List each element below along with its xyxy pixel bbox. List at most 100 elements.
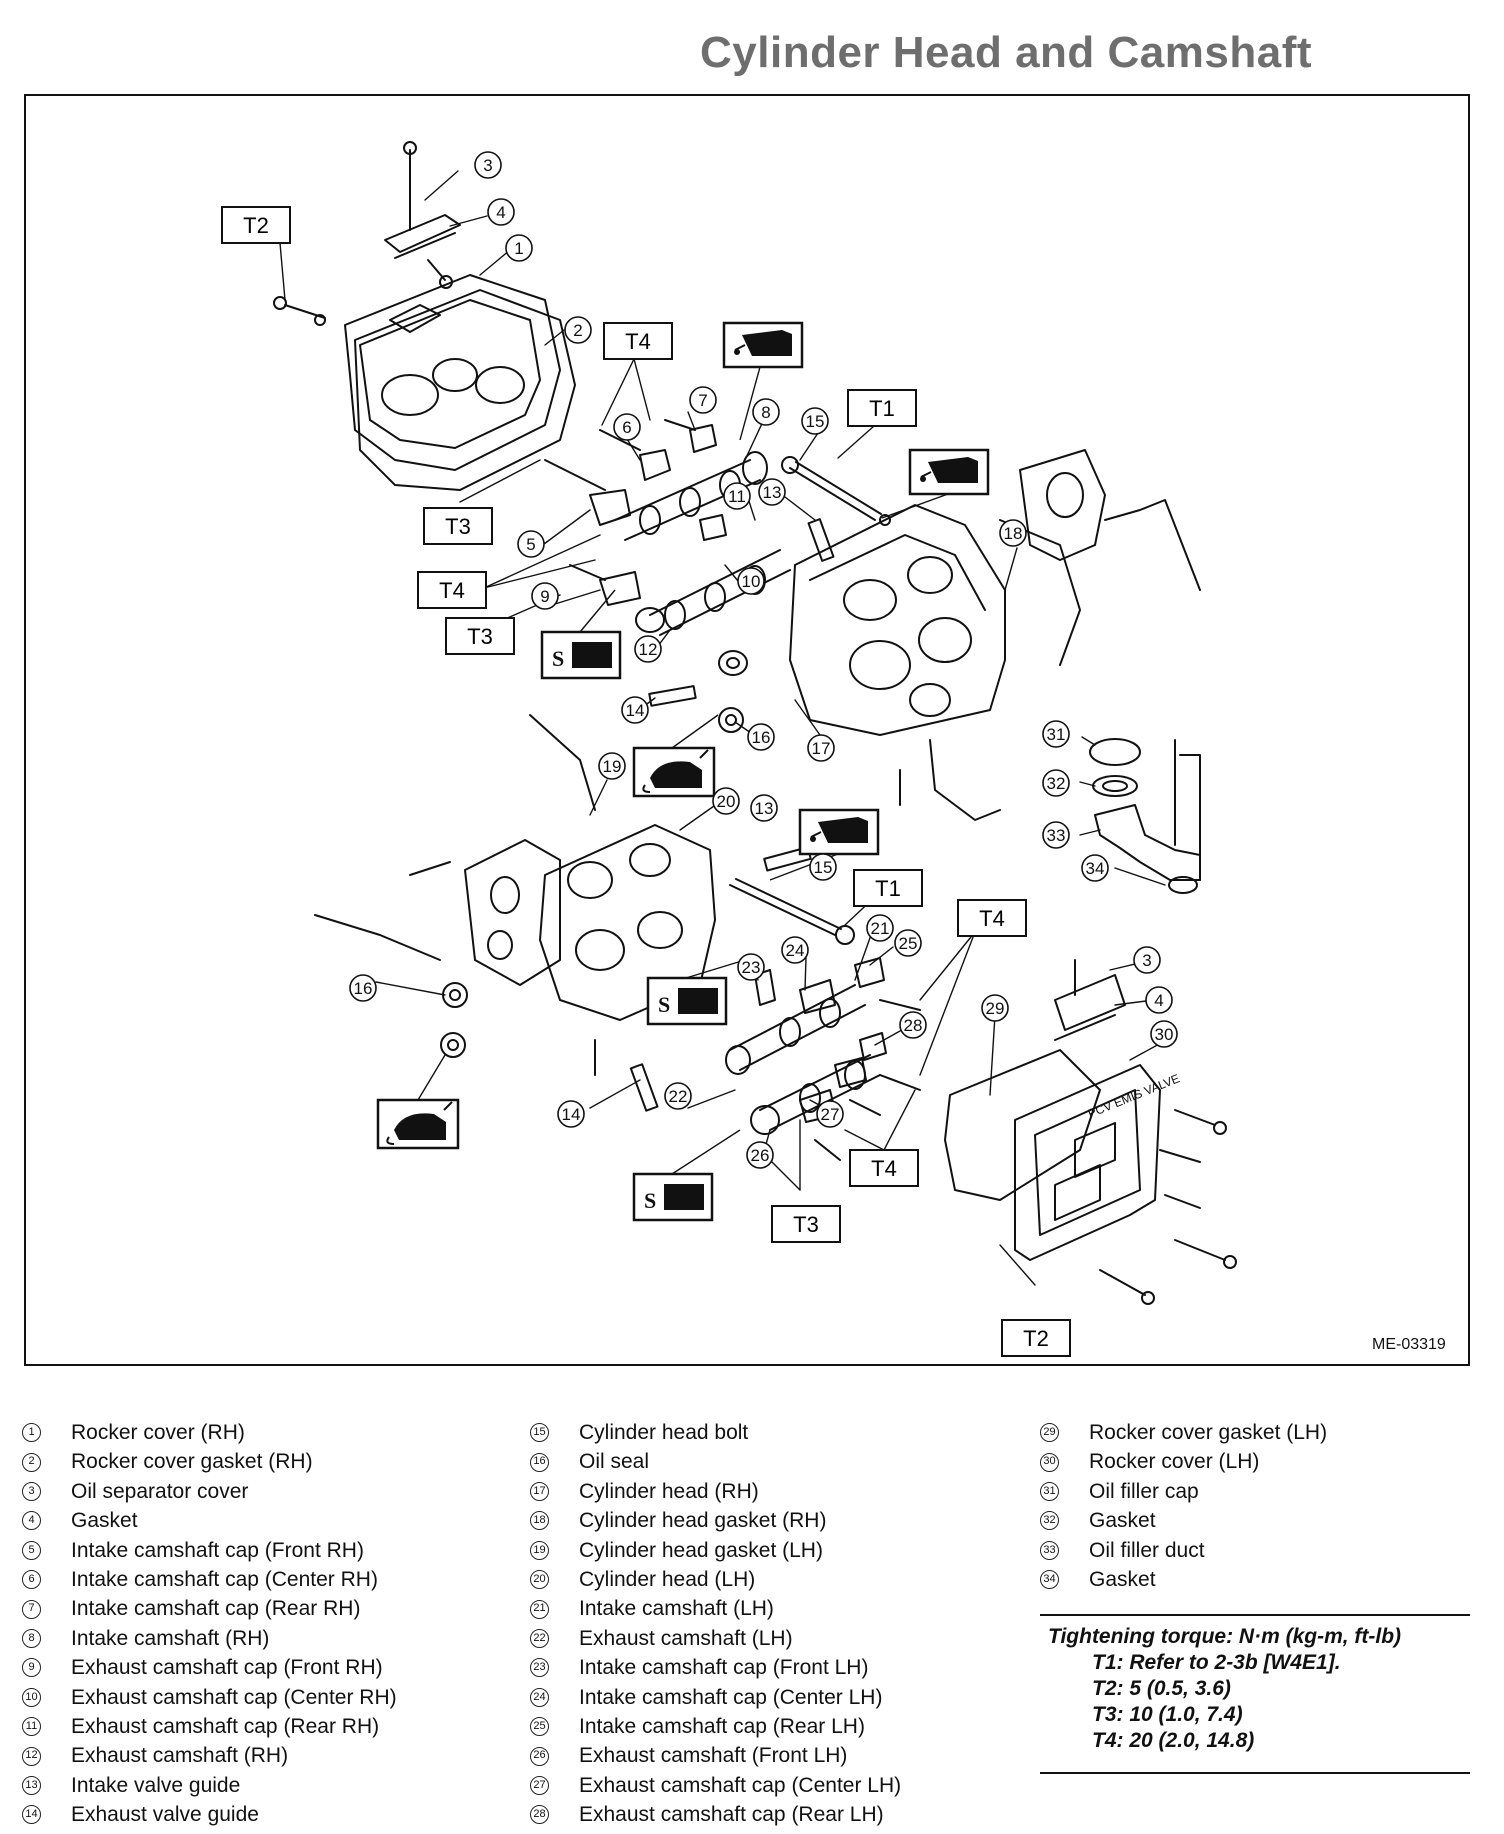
callout-21: 21 [866, 914, 894, 942]
svg-text:26: 26 [751, 1146, 770, 1165]
svg-text:14: 14 [562, 1105, 581, 1124]
callout-33: 33 [1042, 821, 1070, 849]
svg-text:20: 20 [717, 792, 736, 811]
svg-text:18: 18 [1004, 524, 1023, 543]
callout-34: 34 [1081, 854, 1109, 882]
svg-text:8: 8 [761, 403, 770, 422]
callout-24: 24 [781, 936, 809, 964]
svg-text:S: S [552, 646, 564, 671]
svg-text:T1: T1 [875, 876, 901, 901]
callout-3-lh: 3 [1133, 946, 1161, 974]
lh-camshaft-caps [754, 957, 921, 1161]
svg-text:24: 24 [786, 941, 805, 960]
callout-29: 29 [981, 994, 1009, 1022]
callout-8: 8 [752, 398, 780, 426]
svg-text:4: 4 [1154, 991, 1163, 1010]
svg-text:33: 33 [1047, 826, 1066, 845]
svg-text:12: 12 [639, 640, 658, 659]
svg-text:21: 21 [871, 919, 890, 938]
svg-text:T3: T3 [793, 1212, 819, 1237]
torque-heading: Tightening torque: N·m (kg-m, ft-lb) [1048, 1625, 1402, 1648]
torque-tag-t1-lh: T1 [853, 869, 923, 907]
torque-t2: T2: 5 (0.5, 3.6) [1092, 1677, 1231, 1700]
lh-oil-seals [440, 982, 596, 1076]
svg-text:T3: T3 [445, 514, 471, 539]
exploded-view-diagram: T2 T4 T1 T3 T4 T3 T1 T4 [221, 141, 1237, 1357]
svg-text:34: 34 [1086, 859, 1105, 878]
callout-18: 18 [999, 519, 1027, 547]
oil-can-icon [722, 321, 804, 369]
svg-text:11: 11 [728, 487, 746, 506]
callout-28: 28 [899, 1011, 927, 1039]
callout-16-lh: 16 [349, 974, 377, 1002]
grease-tube-icon: S [646, 976, 728, 1026]
rh-exhaust-camshaft [635, 549, 791, 636]
sealant-gun-icon [376, 1098, 460, 1150]
callout-6: 6 [613, 413, 641, 441]
svg-text:T2: T2 [243, 213, 269, 238]
callout-1: 1 [505, 234, 533, 262]
svg-text:T4: T4 [979, 906, 1005, 931]
torque-t4: T4: 20 (2.0, 14.8) [1092, 1729, 1255, 1752]
svg-text:T4: T4 [439, 578, 465, 603]
svg-text:9: 9 [540, 587, 549, 606]
svg-text:6: 6 [622, 418, 631, 437]
svg-text:25: 25 [899, 934, 918, 953]
svg-text:T2: T2 [1023, 1326, 1049, 1351]
callout-14: 14 [621, 696, 649, 724]
callout-13-lh: 13 [750, 794, 778, 822]
svg-text:28: 28 [904, 1016, 923, 1035]
callout-22: 22 [664, 1082, 692, 1110]
callout-13: 13 [758, 478, 786, 506]
svg-text:T4: T4 [625, 329, 651, 354]
svg-text:10: 10 [742, 572, 761, 591]
svg-text:1: 1 [514, 239, 523, 258]
svg-text:T3: T3 [467, 624, 493, 649]
sealant-gun-icon [632, 746, 716, 798]
svg-text:S: S [658, 992, 670, 1017]
rh-cylinder-head [789, 449, 1201, 821]
rh-oil-seals [718, 650, 901, 806]
rh-rocker-gasket [354, 289, 576, 491]
lh-cylinder-head [314, 714, 716, 1021]
callout-12: 12 [634, 635, 662, 663]
svg-text:14: 14 [626, 701, 645, 720]
callout-16: 16 [747, 723, 775, 751]
svg-text:30: 30 [1155, 1025, 1174, 1044]
torque-tag-t1-rh: T1 [847, 389, 917, 427]
svg-text:13: 13 [763, 483, 782, 502]
callouts: 1 2 3 4 5 6 7 8 9 10 11 12 13 14 15 16 1… [349, 151, 1178, 1169]
callout-27: 27 [816, 1100, 844, 1128]
tightening-torque-box: Tightening torque: N·m (kg-m, ft-lb) T1:… [1040, 1614, 1470, 1774]
callout-31: 31 [1042, 720, 1070, 748]
torque-tag-t4-lh-lower: T4 [849, 1149, 919, 1187]
callout-25: 25 [894, 929, 922, 957]
svg-text:15: 15 [814, 858, 833, 877]
svg-text:15: 15 [806, 412, 825, 431]
lh-head-bolt [729, 878, 855, 945]
lubricant-symbols: S S S [376, 321, 990, 1222]
torque-tag-t3-rh-lower: T3 [445, 617, 515, 655]
callout-10: 10 [737, 567, 765, 595]
